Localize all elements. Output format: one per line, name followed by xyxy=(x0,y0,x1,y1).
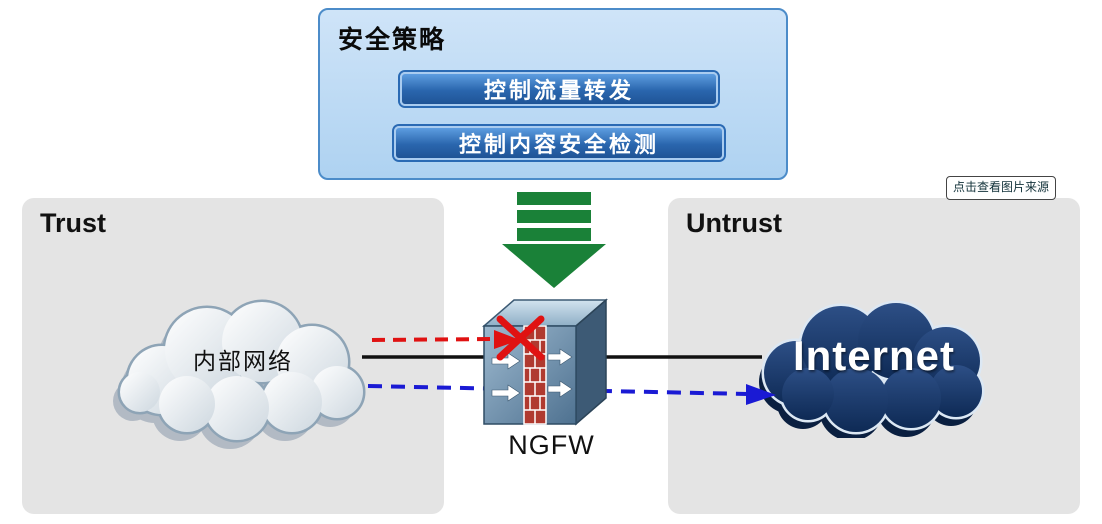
internal-network-cloud xyxy=(113,299,366,449)
internet-label: Internet xyxy=(792,332,955,379)
trust-zone-label: Trust xyxy=(40,208,107,238)
ngfw-firewall-icon xyxy=(481,298,609,426)
untrust-zone-label: Untrust xyxy=(686,208,782,238)
policy-item-content-inspection: 控制内容安全检测 xyxy=(394,126,724,160)
security-policy-title: 安全策略 xyxy=(338,26,447,54)
internet-cloud xyxy=(759,300,985,438)
security-policy-box: 安全策略 控制流量转发 控制内容安全检测 xyxy=(318,8,788,180)
internal-network-label: 内部网络 xyxy=(193,348,293,374)
policy-item-traffic-forwarding: 控制流量转发 xyxy=(400,72,718,106)
policy-apply-arrow-icon xyxy=(502,192,606,288)
image-source-badge[interactable]: 点击查看图片来源 xyxy=(946,176,1057,200)
firewall-label: NGFW xyxy=(508,430,595,460)
